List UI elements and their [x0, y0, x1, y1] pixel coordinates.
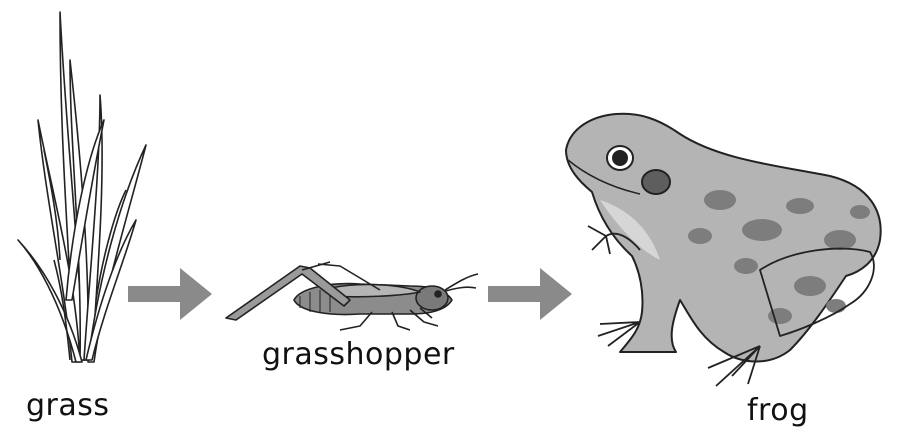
frog-icon: [566, 114, 881, 386]
grass-icon: [18, 12, 146, 362]
label-grasshopper: grasshopper: [262, 337, 455, 372]
label-frog: frog: [747, 393, 809, 428]
label-grass: grass: [26, 388, 110, 423]
arrow-grass-to-grasshopper: [128, 268, 212, 320]
arrow-grasshopper-to-frog: [488, 268, 572, 320]
grasshopper-icon: [226, 262, 478, 330]
